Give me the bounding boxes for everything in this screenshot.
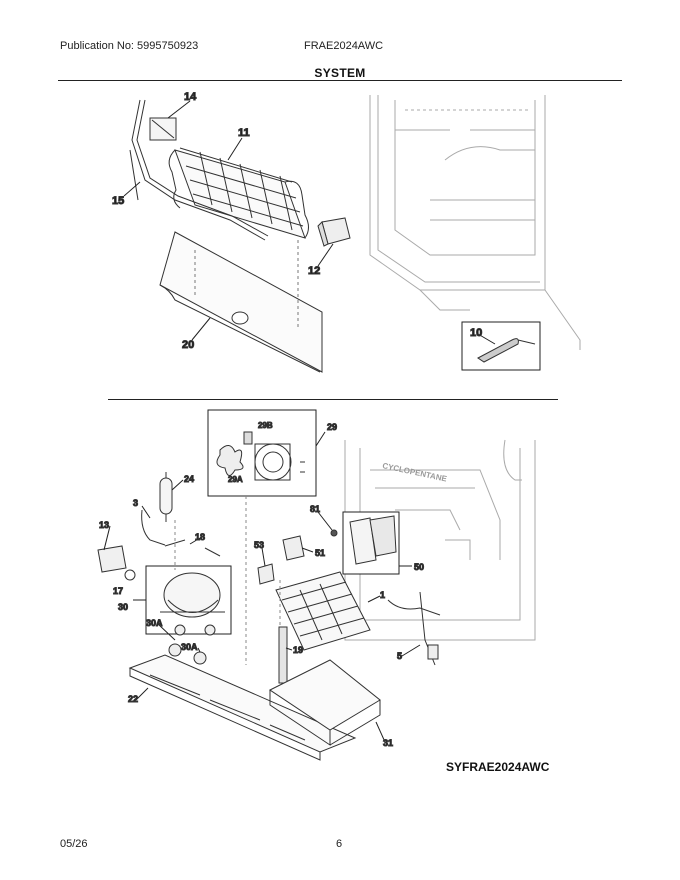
callout-30a-lower: 30A [181, 642, 198, 652]
suction-line-tubing [129, 99, 269, 241]
discharge-tube [164, 539, 221, 557]
callout-3: 3 [133, 498, 138, 508]
callout-50: 50 [414, 562, 424, 572]
callout-31: 31 [383, 738, 393, 748]
callout-22: 22 [128, 694, 138, 704]
callout-29a: 29A [228, 475, 243, 484]
evaporator-fan-cover [317, 217, 351, 247]
callout-15: 15 [112, 195, 124, 207]
callout-11: 11 [238, 127, 250, 139]
callout-53: 53 [254, 540, 264, 550]
wiring-harness [387, 591, 441, 666]
freezer-evaporator [275, 571, 371, 651]
fresh-food-cabinet-outline [369, 95, 581, 350]
mounting-screw [330, 529, 338, 537]
freezer-evaporator-cover [269, 659, 381, 746]
footer-date: 05/26 [60, 838, 88, 850]
evaporator-drain-pan [159, 231, 323, 373]
callout-17: 17 [113, 586, 123, 596]
callout-51: 51 [315, 548, 325, 558]
callout-5: 5 [397, 651, 402, 661]
callout-81: 81 [310, 504, 320, 514]
callout-1: 1 [380, 590, 385, 600]
page-title: SYSTEM [314, 66, 366, 80]
thermistor-inset [461, 321, 541, 371]
condenser-fan-inset [207, 409, 317, 497]
callout-30: 30 [118, 602, 128, 612]
callout-19: 19 [293, 645, 303, 655]
callout-29b: 29B [258, 421, 273, 430]
control-board [342, 511, 400, 575]
publication-number: Publication No: 5995750923 [60, 40, 199, 52]
damper-assembly [257, 535, 305, 585]
filter-drier [159, 472, 173, 522]
callout-13: 13 [99, 520, 109, 530]
callout-24: 24 [184, 474, 194, 484]
compressor-mounting-plate [128, 654, 357, 761]
model-number: FRAE2024AWC [304, 40, 384, 52]
callout-29: 29 [327, 422, 337, 432]
process-tube [141, 509, 166, 546]
compressor-relay [97, 545, 136, 581]
compressor-inset [145, 565, 232, 636]
page-number: 6 [336, 838, 343, 850]
defrost-heater [278, 626, 288, 684]
callout-18: 18 [195, 532, 205, 542]
title-divider [58, 80, 622, 81]
callout-12: 12 [308, 265, 320, 277]
cabinet-label: CYCLOPENTANE [382, 461, 449, 484]
callout-14: 14 [184, 91, 197, 103]
callout-20: 20 [182, 339, 194, 351]
evaporator-coil [168, 147, 309, 239]
callout-30a-upper: 30A [146, 618, 163, 628]
callout-10: 10 [470, 327, 482, 339]
compressor-grommet [168, 643, 182, 657]
section-divider [108, 399, 558, 400]
diagram-code: SYFRAE2024AWC [446, 760, 550, 774]
